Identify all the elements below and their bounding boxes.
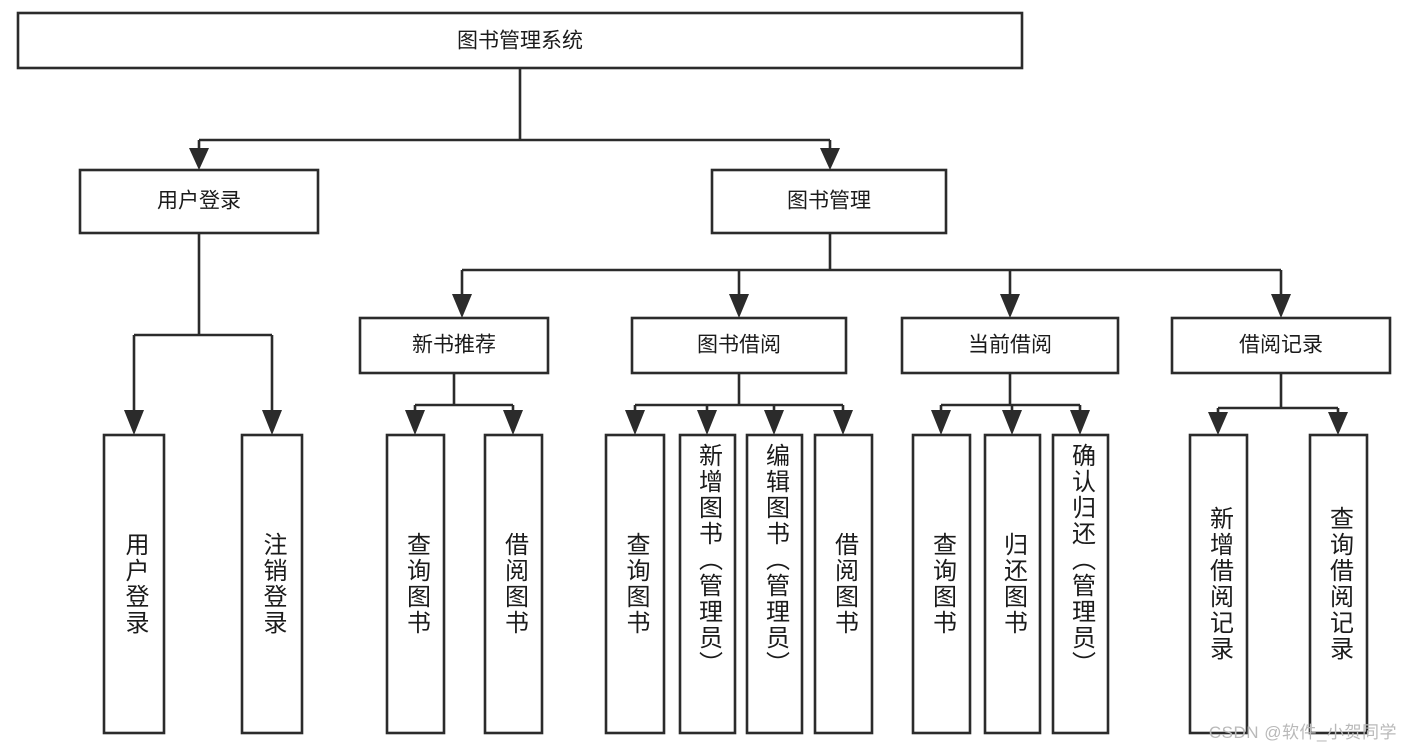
connector-group-root: [189, 68, 840, 170]
leaf-box-borrow-book-2[interactable]: [813, 433, 874, 735]
leaf-box-logout[interactable]: [240, 433, 304, 735]
leaf-box-query-borrow-record[interactable]: [1308, 433, 1369, 735]
node-user-login-label: 用户登录: [157, 190, 241, 213]
leaf-box-edit-book[interactable]: [745, 433, 804, 735]
arrow-head-leaf-query-borrow-record: [1328, 412, 1348, 435]
arrow-head-book-borrow: [729, 294, 749, 318]
node-root[interactable]: 图书管理系统: [16, 11, 1024, 70]
node-root-label: 图书管理系统: [457, 30, 583, 53]
csdn-watermark: CSDN @软件_小贺同学: [1208, 723, 1397, 742]
node-borrow-record-label: 借阅记录: [1239, 334, 1323, 357]
arrow-head-leaf-borrow-book-2: [833, 410, 853, 435]
connector-group-new-book-rec: [405, 373, 523, 435]
node-new-book-recommend-label: 新书推荐: [412, 334, 496, 357]
node-new-book-recommend-box[interactable]: [358, 316, 550, 375]
arrow-head-leaf-add-borrow-record: [1208, 412, 1228, 435]
connector-group-book-borrow: [625, 373, 853, 435]
connector-group-user-login: [124, 233, 282, 435]
arrow-head-leaf-add-book: [697, 410, 717, 435]
leaf-box-add-borrow-record[interactable]: [1188, 433, 1249, 735]
arrow-head-leaf-return-book: [1002, 410, 1022, 435]
arrow-head-leaf-borrow-book-1: [503, 410, 523, 435]
arrow-head-leaf-query-book-3: [931, 410, 951, 435]
arrow-head-new-book-rec: [452, 294, 472, 318]
node-current-borrow[interactable]: 当前借阅: [900, 316, 1120, 375]
node-book-management-label: 图书管理: [787, 190, 871, 213]
node-book-management[interactable]: 图书管理: [710, 168, 948, 235]
node-book-borrow[interactable]: 图书借阅: [630, 316, 848, 375]
connector-group-current-borrow: [931, 373, 1090, 435]
leaf-box-query-book-1[interactable]: [385, 433, 446, 735]
node-borrow-record-box[interactable]: [1170, 316, 1392, 375]
node-book-borrow-label: 图书借阅: [697, 334, 781, 357]
leaf-box-return-book[interactable]: [983, 433, 1042, 735]
leaf-box-query-book-3[interactable]: [911, 433, 972, 735]
arrow-head-leaf-edit-book: [764, 410, 784, 435]
node-book-borrow-box[interactable]: [630, 316, 848, 375]
arrow-head-leaf-query-book-2: [625, 410, 645, 435]
arrow-head-leaf-confirm-return: [1070, 410, 1090, 435]
arrow-head-borrow-record: [1271, 294, 1291, 318]
leaf-box-add-book[interactable]: [678, 433, 737, 735]
connector-group-borrow-record: [1208, 373, 1348, 435]
node-borrow-record[interactable]: 借阅记录: [1170, 316, 1392, 375]
node-book-management-box[interactable]: [710, 168, 948, 235]
arrow-head-user-login: [189, 148, 209, 170]
leaf-box-confirm-return[interactable]: [1051, 433, 1110, 735]
arrow-head-leaf-query-book-1: [405, 410, 425, 435]
node-current-borrow-box[interactable]: [900, 316, 1120, 375]
node-root-box[interactable]: [16, 11, 1024, 70]
leaf-box-query-book-2[interactable]: [604, 433, 666, 735]
arrow-head-leaf-logout: [262, 410, 282, 435]
arrow-head-book-mgmt: [820, 148, 840, 170]
node-user-login[interactable]: 用户登录: [78, 168, 320, 235]
node-user-login-box[interactable]: [78, 168, 320, 235]
arrow-head-leaf-user-login: [124, 410, 144, 435]
connector-group-book-mgmt: [452, 233, 1291, 318]
leaf-box-user-login[interactable]: [102, 433, 166, 735]
node-current-borrow-label: 当前借阅: [968, 334, 1052, 357]
leaf-box-borrow-book-1[interactable]: [483, 433, 544, 735]
node-new-book-recommend[interactable]: 新书推荐: [358, 316, 550, 375]
arrow-head-current-borrow: [1000, 294, 1020, 318]
